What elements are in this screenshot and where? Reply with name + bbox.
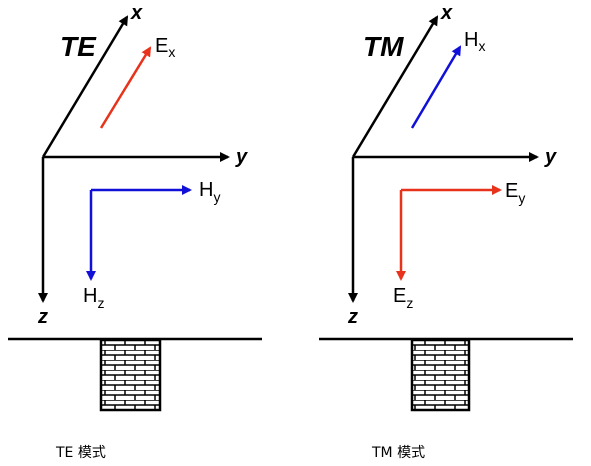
- tm-mode-label: TM: [363, 31, 404, 62]
- tm-hx-sub: x: [478, 38, 485, 54]
- te-panel: x y z TE Ex Hy Hz: [8, 2, 262, 412]
- te-hy-label: Hy: [199, 179, 220, 205]
- te-brick-pillar: [99, 338, 162, 412]
- tm-caption: TM 模式: [372, 445, 426, 461]
- tm-ez-label: Ez: [393, 285, 413, 311]
- tm-x-axis-label: x: [440, 2, 453, 24]
- te-z-axis-label: z: [37, 306, 48, 328]
- tm-x-axis: [351, 15, 439, 158]
- te-mode-label: TE: [60, 31, 97, 62]
- te-y-axis-label: y: [235, 146, 248, 168]
- te-ex-sub: x: [168, 44, 175, 60]
- te-ex-label: Ex: [155, 35, 175, 60]
- tm-brick-pillar: [410, 338, 471, 412]
- te-hy-base: H: [199, 179, 213, 201]
- te-hz-base: H: [83, 285, 97, 307]
- tm-ey-label: Ey: [505, 180, 525, 206]
- tm-y-axis-label: y: [544, 146, 557, 168]
- te-hz-sub: z: [97, 295, 104, 311]
- tm-hx-arrow: [410, 45, 462, 129]
- tm-ez-sub: z: [406, 295, 413, 311]
- te-caption: TE 模式: [56, 445, 106, 461]
- te-ex-arrow: [99, 46, 152, 129]
- te-ex-base: E: [155, 35, 168, 57]
- tm-panel: x y z TM Hx Ey Ez: [319, 2, 573, 412]
- tm-ey-base: E: [505, 180, 518, 202]
- tm-ez-base: E: [393, 285, 406, 307]
- tm-ey-sub: y: [518, 190, 525, 206]
- te-x-axis: [41, 15, 129, 158]
- te-hz-label: Hz: [83, 285, 104, 311]
- te-x-axis-label: x: [130, 2, 143, 24]
- te-hy-sub: y: [213, 189, 220, 205]
- tm-hx-base: H: [464, 29, 478, 51]
- tm-hx-label: Hx: [464, 29, 485, 54]
- tm-z-axis-label: z: [347, 306, 358, 328]
